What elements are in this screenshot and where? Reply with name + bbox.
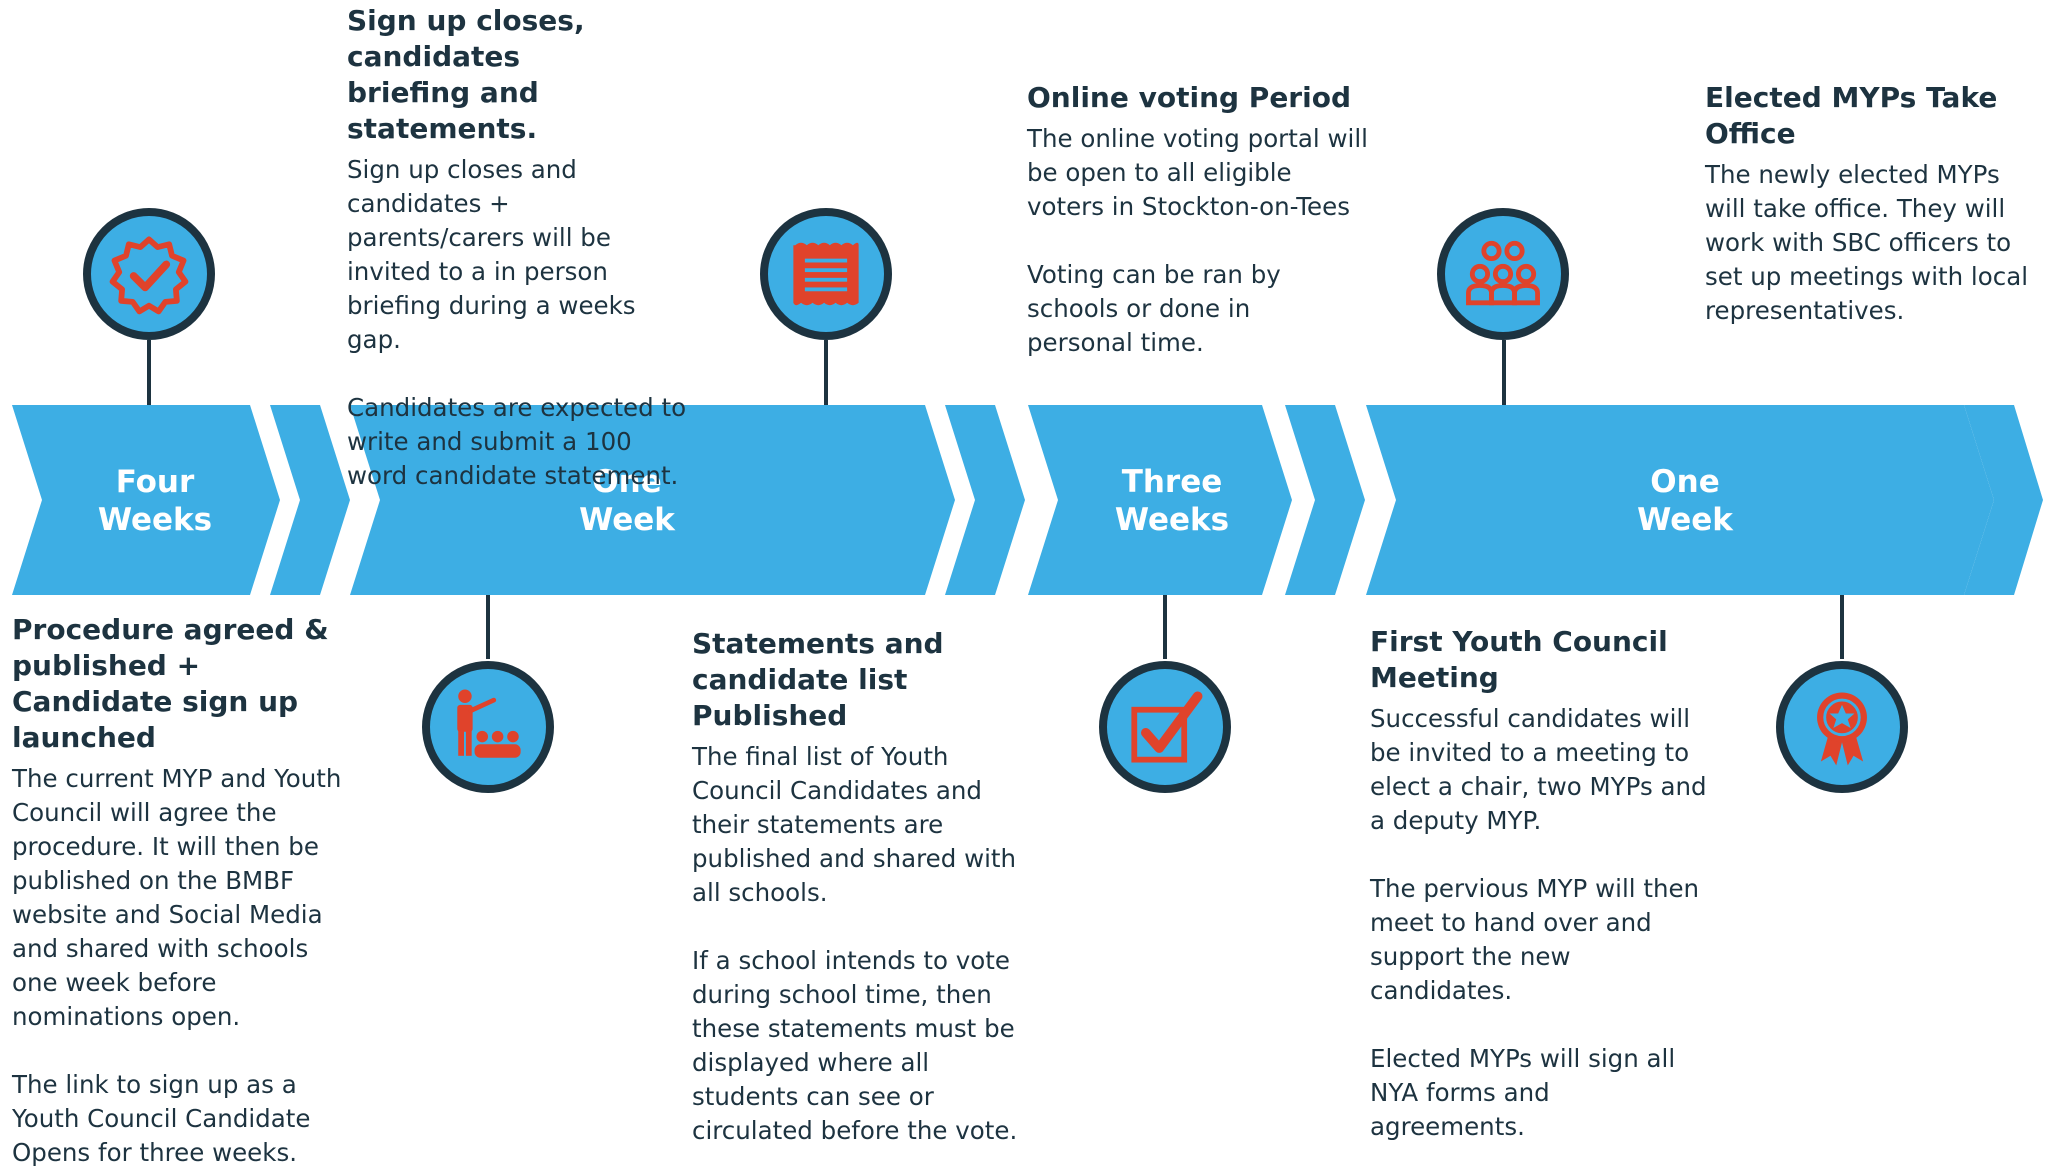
- node-4: [1099, 661, 1231, 793]
- milestone-paragraph: The pervious MYP will then meet to hand …: [1370, 874, 1700, 1005]
- award-ribbon-icon: [1817, 692, 1867, 766]
- milestone-2: Sign up closes, candidates briefing and …: [347, 3, 692, 493]
- node-6: [1776, 661, 1908, 793]
- timeline-band: [12, 405, 2043, 595]
- stem-3: [824, 340, 828, 405]
- milestone-6: Elected MYPs Take Office The newly elect…: [1705, 80, 2040, 328]
- milestone-paragraph: Candidates are expected to write and sub…: [347, 393, 687, 490]
- band-segment-4: [1366, 405, 1994, 595]
- band-chevron-3: [1285, 405, 1365, 595]
- milestone-title: Procedure agreed & published + Candidate…: [12, 613, 329, 754]
- stem-1: [147, 340, 151, 405]
- band-segment-3: [1028, 405, 1292, 595]
- node-5: [1437, 208, 1569, 340]
- stem-6: [1840, 595, 1844, 659]
- milestone-paragraph: The online voting portal will be open to…: [1027, 124, 1368, 221]
- milestone-3: Statements and candidate list Published …: [692, 626, 1022, 1148]
- milestone-title: Sign up closes, candidates briefing and …: [347, 4, 585, 145]
- milestone-title: First Youth Council Meeting: [1370, 625, 1668, 694]
- band-chevron-1: [270, 405, 350, 595]
- stem-5: [1502, 340, 1506, 405]
- band-chevron-4: [1964, 405, 2043, 595]
- band-segment-2: [350, 405, 955, 595]
- milestone-paragraph: Successful candidates will be invited to…: [1370, 704, 1707, 835]
- milestone-paragraph: The link to sign up as a Youth Council C…: [12, 1070, 311, 1167]
- node-2: [422, 661, 554, 793]
- band-chevron-2: [945, 405, 1025, 595]
- milestone-paragraph: The final list of Youth Council Candidat…: [692, 742, 1017, 907]
- badge-check-icon: [109, 236, 189, 315]
- checkbox-icon: [1131, 691, 1203, 763]
- milestone-paragraph: Elected MYPs will sign all NYA forms and…: [1370, 1044, 1676, 1141]
- milestone-5: First Youth Council Meeting Successful c…: [1370, 624, 1715, 1144]
- presenter-audience-icon: [457, 689, 521, 758]
- milestone-paragraph: Sign up closes and candidates + parents/…: [347, 155, 636, 354]
- stem-4: [1163, 595, 1167, 659]
- milestone-title: Online voting Period: [1027, 81, 1351, 114]
- milestone-paragraph: Voting can be ran by schools or done in …: [1027, 260, 1281, 357]
- milestone-paragraph: If a school intends to vote during schoo…: [692, 946, 1018, 1145]
- node-3: [760, 208, 892, 340]
- milestone-4: Online voting Period The online voting p…: [1027, 80, 1372, 360]
- milestone-paragraph: The newly elected MYPs will take office.…: [1705, 160, 2029, 325]
- group-icon: [1466, 240, 1540, 306]
- document-icon: [793, 242, 859, 306]
- milestone-title: Statements and candidate list Published: [692, 627, 944, 732]
- milestone-title: Elected MYPs Take Office: [1705, 81, 1998, 150]
- band-segment-1: [12, 405, 280, 595]
- milestone-paragraph: The current MYP and Youth Council will a…: [12, 764, 342, 1031]
- milestone-1: Procedure agreed & published + Candidate…: [12, 612, 357, 1170]
- node-1: [83, 208, 215, 340]
- stem-2: [486, 595, 490, 659]
